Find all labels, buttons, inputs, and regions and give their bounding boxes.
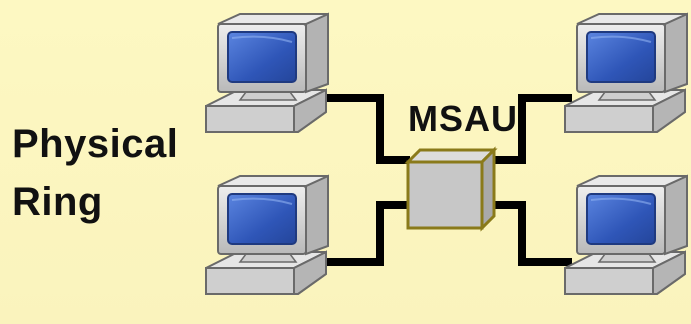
msau-label: MSAU bbox=[408, 98, 518, 139]
caption-physical: Physical bbox=[12, 122, 179, 166]
msau-hub bbox=[404, 146, 498, 232]
cable-bottom-right bbox=[488, 201, 572, 266]
computer-bottom-right-icon bbox=[564, 175, 688, 295]
cable-bottom-left bbox=[318, 201, 410, 266]
cable-top-left bbox=[318, 94, 410, 164]
computer-top-right-icon bbox=[564, 13, 688, 133]
cable-top-right bbox=[488, 94, 572, 164]
cables bbox=[318, 94, 572, 266]
computer-bottom-left-icon bbox=[205, 175, 329, 295]
caption-ring: Ring bbox=[12, 180, 103, 224]
computer-top-left-icon bbox=[205, 13, 329, 133]
